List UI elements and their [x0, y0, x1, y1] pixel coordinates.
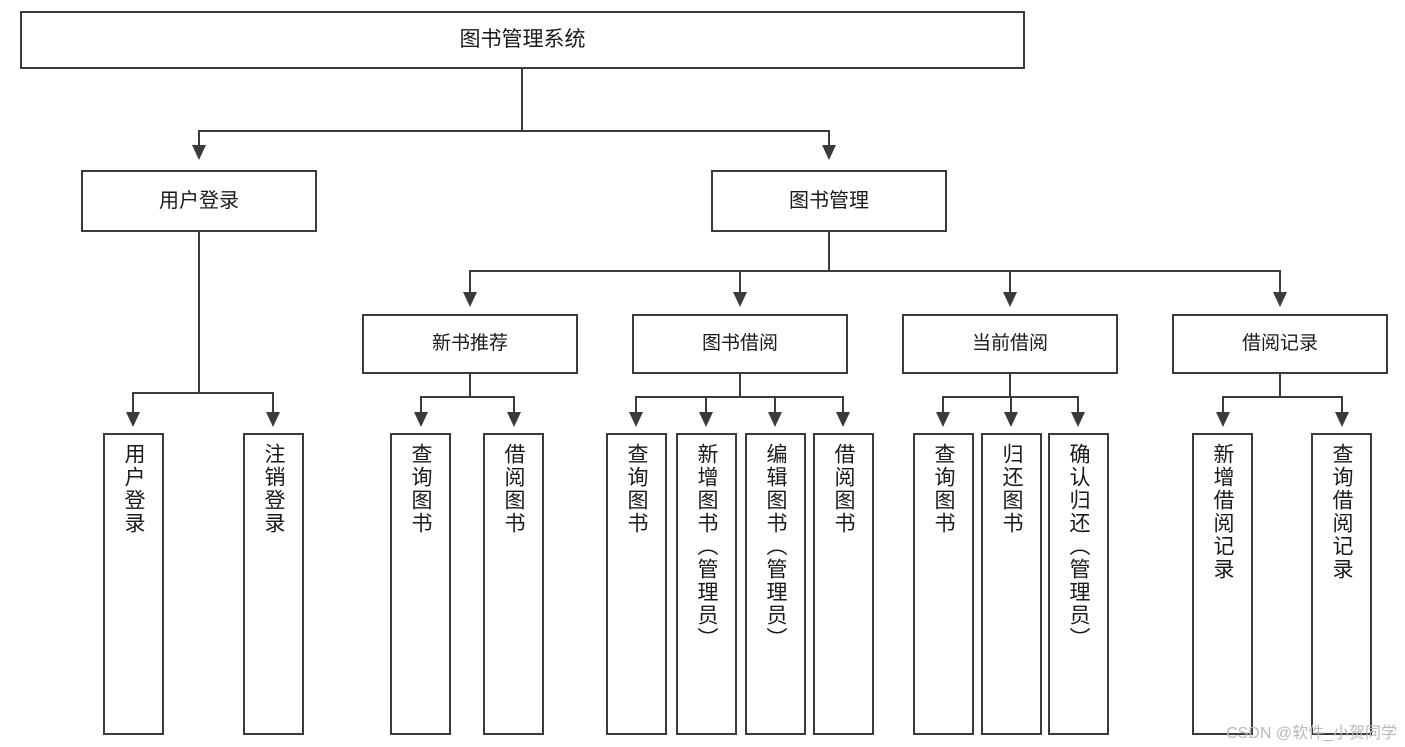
node-label: 借阅记录	[1241, 332, 1318, 354]
leaf-label: 查询图书	[932, 443, 955, 535]
leaf-label: 查询图书	[625, 443, 648, 535]
edge-user-login-bus	[132, 392, 273, 394]
edge-book-borrow-stem	[739, 374, 741, 398]
arrowhead-leaf-logout	[266, 412, 280, 427]
edge-current-borrow-stem	[1009, 374, 1011, 398]
leaf-label: 确认归还（管理员）	[1067, 443, 1090, 650]
node-current-borrow[interactable]: 当前借阅	[902, 314, 1118, 374]
edge-drop-current-borrow	[1009, 270, 1011, 294]
leaf-bb-edit-book[interactable]: 编辑图书（管理员）	[745, 433, 806, 735]
node-borrow-record[interactable]: 借阅记录	[1172, 314, 1388, 374]
leaf-bb-add-book[interactable]: 新增图书（管理员）	[676, 433, 737, 735]
edge-root-stem	[521, 69, 523, 131]
node-label: 图书借阅	[701, 332, 778, 354]
edge-drop-leaf-logout	[272, 392, 274, 414]
leaf-cb-return-book[interactable]: 归还图书	[981, 433, 1042, 735]
leaf-label: 归还图书	[1000, 443, 1023, 535]
arrowhead-current-borrow	[1003, 292, 1017, 307]
node-user-login[interactable]: 用户登录	[81, 170, 317, 232]
edge-drop-nb-query	[420, 396, 422, 414]
edge-drop-bb-query	[635, 396, 637, 414]
edge-drop-cb-confirm	[1077, 396, 1079, 414]
leaf-cb-confirm-return[interactable]: 确认归还（管理员）	[1048, 433, 1109, 735]
node-book-management[interactable]: 图书管理	[711, 170, 947, 232]
leaf-logout[interactable]: 注销登录	[243, 433, 304, 735]
edge-drop-bb-add	[705, 396, 707, 414]
edge-new-book-stem	[469, 374, 471, 398]
leaf-nb-query-book[interactable]: 查询图书	[390, 433, 451, 735]
edge-drop-cb-query	[942, 396, 944, 414]
edge-drop-bb-edit	[774, 396, 776, 414]
arrowhead-borrow-record	[1273, 292, 1287, 307]
edge-borrow-record-bus	[1222, 396, 1342, 398]
leaf-label: 用户登录	[122, 443, 145, 535]
node-root-system[interactable]: 图书管理系统	[20, 11, 1025, 69]
node-label: 新书推荐	[431, 332, 508, 354]
edge-drop-nb-borrow	[513, 396, 515, 414]
arrowhead-user-login	[192, 145, 206, 160]
node-label: 当前借阅	[971, 332, 1048, 354]
leaf-label: 新增借阅记录	[1211, 443, 1234, 581]
arrowhead-new-book	[463, 292, 477, 307]
edge-drop-leaf-user-login	[132, 392, 134, 414]
edge-book-manage-stem	[828, 232, 830, 272]
leaf-user-login[interactable]: 用户登录	[103, 433, 164, 735]
arrowhead-bb-borrow	[836, 412, 850, 427]
leaf-br-query-record[interactable]: 查询借阅记录	[1311, 433, 1372, 735]
arrowhead-bb-add	[699, 412, 713, 427]
edge-user-login-stem	[198, 232, 200, 393]
node-label: 用户登录	[159, 190, 239, 212]
leaf-label: 注销登录	[262, 443, 285, 535]
edge-book-borrow-bus	[635, 396, 843, 398]
edge-borrow-record-stem	[1279, 374, 1281, 398]
leaf-nb-borrow-book[interactable]: 借阅图书	[483, 433, 544, 735]
arrowhead-nb-query	[414, 412, 428, 427]
leaf-label: 查询借阅记录	[1330, 443, 1353, 581]
arrowhead-book-manage	[822, 145, 836, 160]
edge-drop-new-book	[469, 270, 471, 294]
leaf-bb-borrow-book[interactable]: 借阅图书	[813, 433, 874, 735]
leaf-br-add-record[interactable]: 新增借阅记录	[1192, 433, 1253, 735]
leaf-label: 查询图书	[409, 443, 432, 535]
edge-level2-bus	[198, 130, 830, 132]
arrowhead-cb-return	[1004, 412, 1018, 427]
arrowhead-cb-confirm	[1071, 412, 1085, 427]
node-book-borrow[interactable]: 图书借阅	[632, 314, 848, 374]
leaf-label: 借阅图书	[832, 443, 855, 535]
node-label: 图书管理系统	[459, 28, 586, 52]
leaf-label: 借阅图书	[502, 443, 525, 535]
leaf-cb-query-book[interactable]: 查询图书	[913, 433, 974, 735]
arrowhead-cb-query	[936, 412, 950, 427]
edge-level3-bus	[469, 270, 1281, 272]
edge-new-book-bus	[420, 396, 514, 398]
arrowhead-br-add	[1216, 412, 1230, 427]
arrowhead-leaf-user-login	[126, 412, 140, 427]
edge-drop-user-login	[198, 130, 200, 148]
arrowhead-book-borrow	[733, 292, 747, 307]
edge-drop-br-add	[1222, 396, 1224, 414]
arrowhead-br-query	[1335, 412, 1349, 427]
edge-drop-borrow-record	[1279, 270, 1281, 294]
leaf-label: 新增图书（管理员）	[695, 443, 718, 650]
arrowhead-bb-query	[629, 412, 643, 427]
edge-drop-bb-borrow	[842, 396, 844, 414]
leaf-label: 编辑图书（管理员）	[764, 443, 787, 650]
edge-drop-book-borrow	[739, 270, 741, 294]
edge-drop-cb-return	[1010, 396, 1012, 414]
edge-drop-br-query	[1341, 396, 1343, 414]
edge-drop-book-manage	[828, 130, 830, 148]
leaf-bb-query-book[interactable]: 查询图书	[606, 433, 667, 735]
node-new-book-recommend[interactable]: 新书推荐	[362, 314, 578, 374]
node-label: 图书管理	[789, 190, 869, 212]
arrowhead-nb-borrow	[507, 412, 521, 427]
arrowhead-bb-edit	[768, 412, 782, 427]
